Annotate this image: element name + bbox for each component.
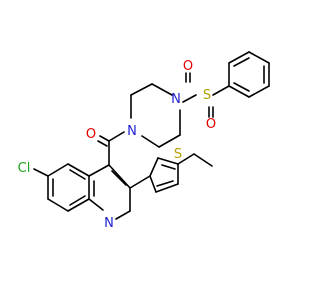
atom-label-nitrogen-sulfonyl: N <box>171 92 181 107</box>
thiophene-ring <box>129 157 179 193</box>
atom-label-nitrogen-quinoline: N <box>104 216 114 231</box>
atom-label-oxygen-carbonyl: O <box>86 127 96 142</box>
chloro-substituent <box>33 168 49 177</box>
phenyl-ring <box>228 51 270 98</box>
atom-label-nitrogen-amide: N <box>127 124 137 139</box>
atom-label-sulfur-sulfonyl: S <box>203 88 211 103</box>
atom-label-oxygen-sulfonyl-top: O <box>183 59 193 74</box>
quinoline-pyridine-ring <box>88 164 131 220</box>
atom-label-chlorine: Cl <box>18 161 31 176</box>
piperazine-ring <box>130 83 181 148</box>
molecule-structure-diagram: O N N S O O Cl N S <box>18 51 270 231</box>
ethyl-substituent <box>177 153 213 167</box>
amide-carbonyl <box>97 131 125 166</box>
atom-label-sulfur-thiophene: S <box>174 147 182 162</box>
quinoline-benzo-ring <box>47 163 90 212</box>
atom-label-oxygen-sulfonyl-bottom: O <box>206 117 216 132</box>
sulfonyl-group <box>182 72 230 118</box>
